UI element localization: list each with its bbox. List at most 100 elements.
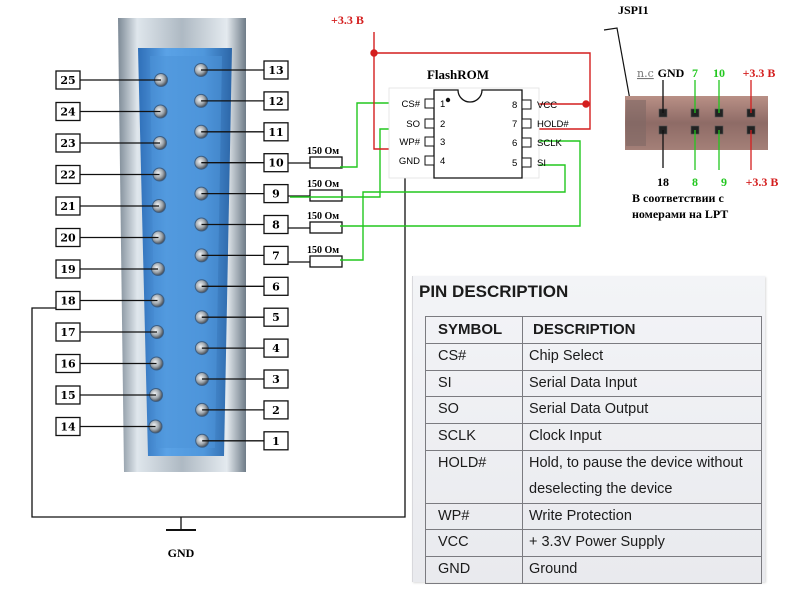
jspi1-header: JSPI1 n.c GND 7 10 +3.3 В 18 8 9 +3.3 В …	[603, 3, 778, 221]
lpt-pin-box-22	[55, 164, 81, 185]
resistor-1	[309, 156, 343, 169]
lpt-pin-box-4	[263, 338, 289, 358]
symbol-cell: SCLK	[425, 423, 523, 451]
symbol-cell: HOLD#	[425, 449, 523, 504]
jspi-nc-label: n.c	[637, 67, 654, 80]
lpt-pin-label: 25	[60, 74, 75, 87]
lpt-pin-box-1	[263, 431, 289, 451]
jspi-vcc-top-label: +3.3 В	[743, 66, 776, 80]
lpt-pin-label: 19	[60, 263, 75, 276]
lpt-pin-label: 21	[60, 200, 75, 213]
lpt-pin-label: 4	[272, 342, 280, 355]
lpt-pin-label: 15	[60, 389, 75, 402]
chip-pin-number: 8	[512, 100, 517, 111]
jspi-pin7-label: 7	[692, 66, 698, 80]
chip-pin-number: 2	[440, 119, 445, 130]
lpt-connector	[118, 18, 246, 472]
lpt-pin-label: 16	[60, 358, 76, 371]
table-header-row: SYMBOL DESCRIPTION	[425, 316, 762, 344]
chip-pin-name: SCLK	[537, 138, 562, 149]
lpt-pin-label: 24	[60, 106, 76, 119]
lpt-pin-label: 6	[272, 280, 280, 293]
lpt-pin-box-24	[55, 101, 81, 122]
jspi-pin10-label: 10	[713, 66, 725, 80]
lpt-pin-box-15	[55, 385, 81, 405]
symbol-cell: SI	[425, 369, 523, 398]
lpt-pin-box-3	[263, 369, 289, 389]
lpt-pin-box-13	[263, 60, 289, 80]
symbol-cell: VCC	[425, 529, 523, 558]
lpt-pin-box-20	[55, 227, 81, 248]
jspi-note-line2: номерами на LPT	[632, 207, 728, 221]
lpt-pin-leads	[80, 69, 264, 442]
description-cell: Clock Input	[522, 423, 762, 451]
lpt-pin-label: 22	[60, 169, 75, 182]
resistor-label: 150 Ом	[307, 211, 339, 222]
chip-pin-number: 3	[440, 137, 445, 148]
symbol-cell: WP#	[425, 502, 523, 531]
lpt-pin-label: 23	[60, 137, 75, 150]
lpt-pin-label: 20	[60, 232, 76, 245]
lpt-pin-box-16	[55, 353, 81, 374]
jspi-pin18-label: 18	[657, 175, 669, 189]
lpt-pin-box-17	[55, 322, 81, 342]
chip-pin-number: 5	[512, 158, 517, 169]
lpt-pin-box-7	[263, 245, 289, 266]
chip-pin-number: 7	[512, 119, 517, 130]
lpt-pin-box-6	[263, 276, 289, 296]
chip-pin-name: SI	[537, 158, 546, 169]
lpt-pin-label: 1	[272, 435, 280, 448]
lpt-pin-box-5	[263, 307, 289, 327]
lpt-pin-label: 3	[272, 373, 280, 386]
jspi-pin8-label: 8	[692, 175, 698, 189]
pin-description-title: PIN DESCRIPTION	[419, 282, 569, 301]
lpt-pin-box-12	[263, 91, 289, 111]
table-row: CS#Chip Select	[425, 342, 762, 371]
description-line: Hold, to pause the device without	[529, 454, 743, 471]
lpt-pin-box-19	[55, 259, 81, 279]
chip-pin-number: 4	[440, 156, 445, 167]
lpt-pin-label: 17	[60, 326, 75, 339]
description-line: deselecting the device	[529, 480, 673, 497]
lpt-pin-label: 14	[60, 421, 76, 434]
lpt-pin-box-21	[55, 196, 81, 216]
description-header: DESCRIPTION	[522, 316, 762, 344]
lpt-pin-box-9	[263, 183, 289, 204]
chip-pin-name: GND	[399, 156, 420, 167]
lpt-pin-box-18	[55, 290, 81, 311]
symbol-cell: SO	[425, 396, 523, 425]
resistor-label: 150 Ом	[307, 245, 339, 256]
description-cell: Ground	[522, 556, 762, 584]
lpt-pin-box-25	[55, 70, 81, 90]
lpt-pin-label: 13	[268, 64, 283, 77]
ground-label: GND	[168, 546, 195, 560]
chip-title: FlashROM	[427, 67, 489, 82]
lpt-pin-label: 18	[60, 295, 76, 308]
symbol-cell: GND	[425, 556, 523, 584]
jspi-gnd-label: GND	[658, 66, 685, 80]
table-row: VCC+ 3.3V Power Supply	[425, 529, 762, 558]
chip-pin-name: VCC	[537, 100, 557, 111]
symbol-cell: CS#	[425, 342, 523, 371]
jspi-note-line1: В соответствии с	[632, 191, 724, 205]
symbol-header: SYMBOL	[425, 316, 523, 344]
jspi-pin9-label: 9	[721, 175, 727, 189]
chip-pin-number: 6	[512, 138, 517, 149]
lpt-pin-label: 9	[272, 188, 280, 201]
jspi-title: JSPI1	[618, 3, 649, 17]
lpt-pin-label: 7	[272, 249, 280, 262]
description-cell: Serial Data Output	[522, 396, 762, 425]
chip-pin-name: HOLD#	[537, 119, 569, 130]
resistor-2	[309, 189, 343, 202]
resistor-label: 150 Ом	[307, 179, 339, 190]
table-row: WP#Write Protection	[425, 502, 762, 531]
lpt-pin-label: 8	[272, 219, 280, 232]
table-row: HOLD# Hold, to pause the device without de…	[425, 449, 762, 504]
